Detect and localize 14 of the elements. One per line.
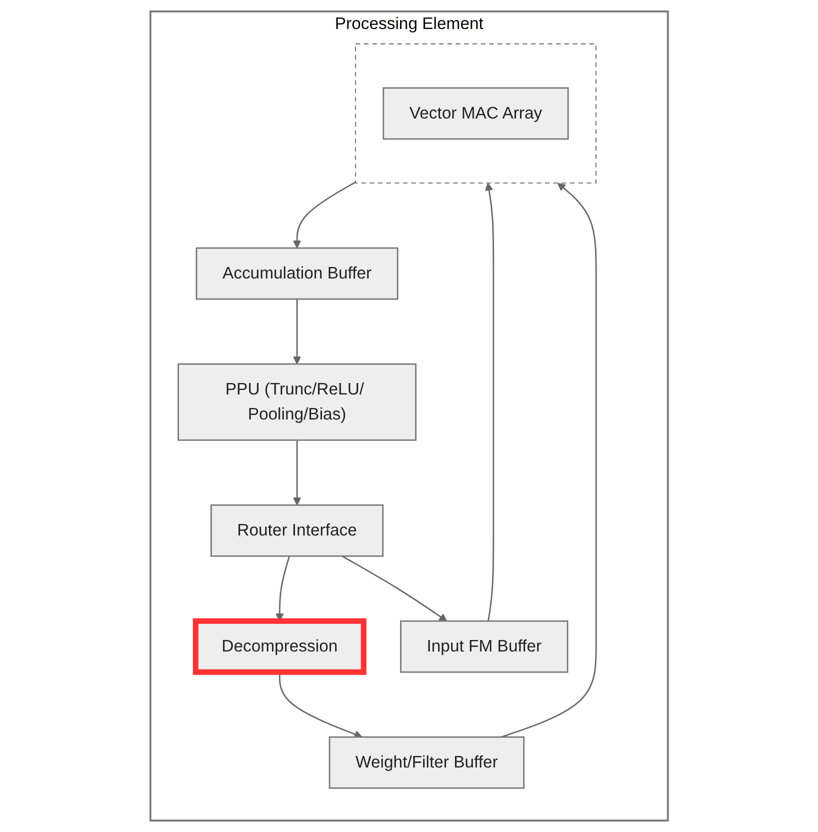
arrow xyxy=(500,182,597,738)
node-box: Input FM Buffer xyxy=(400,620,568,673)
node-box: Vector MAC Array xyxy=(382,87,569,140)
arrow xyxy=(292,440,301,506)
node-box: PPU (Trunc/ReLU/ Pooling/Bias) xyxy=(177,363,416,441)
node-box: Decompression xyxy=(192,618,366,675)
arrow xyxy=(484,182,494,622)
node-box: Router Interface xyxy=(210,504,384,557)
arrow xyxy=(342,556,448,622)
node-box: Weight/Filter Buffer xyxy=(328,736,524,789)
arrow xyxy=(292,299,301,364)
cluster xyxy=(354,43,596,184)
node-box: Accumulation Buffer xyxy=(196,247,398,300)
arrow xyxy=(292,182,356,248)
